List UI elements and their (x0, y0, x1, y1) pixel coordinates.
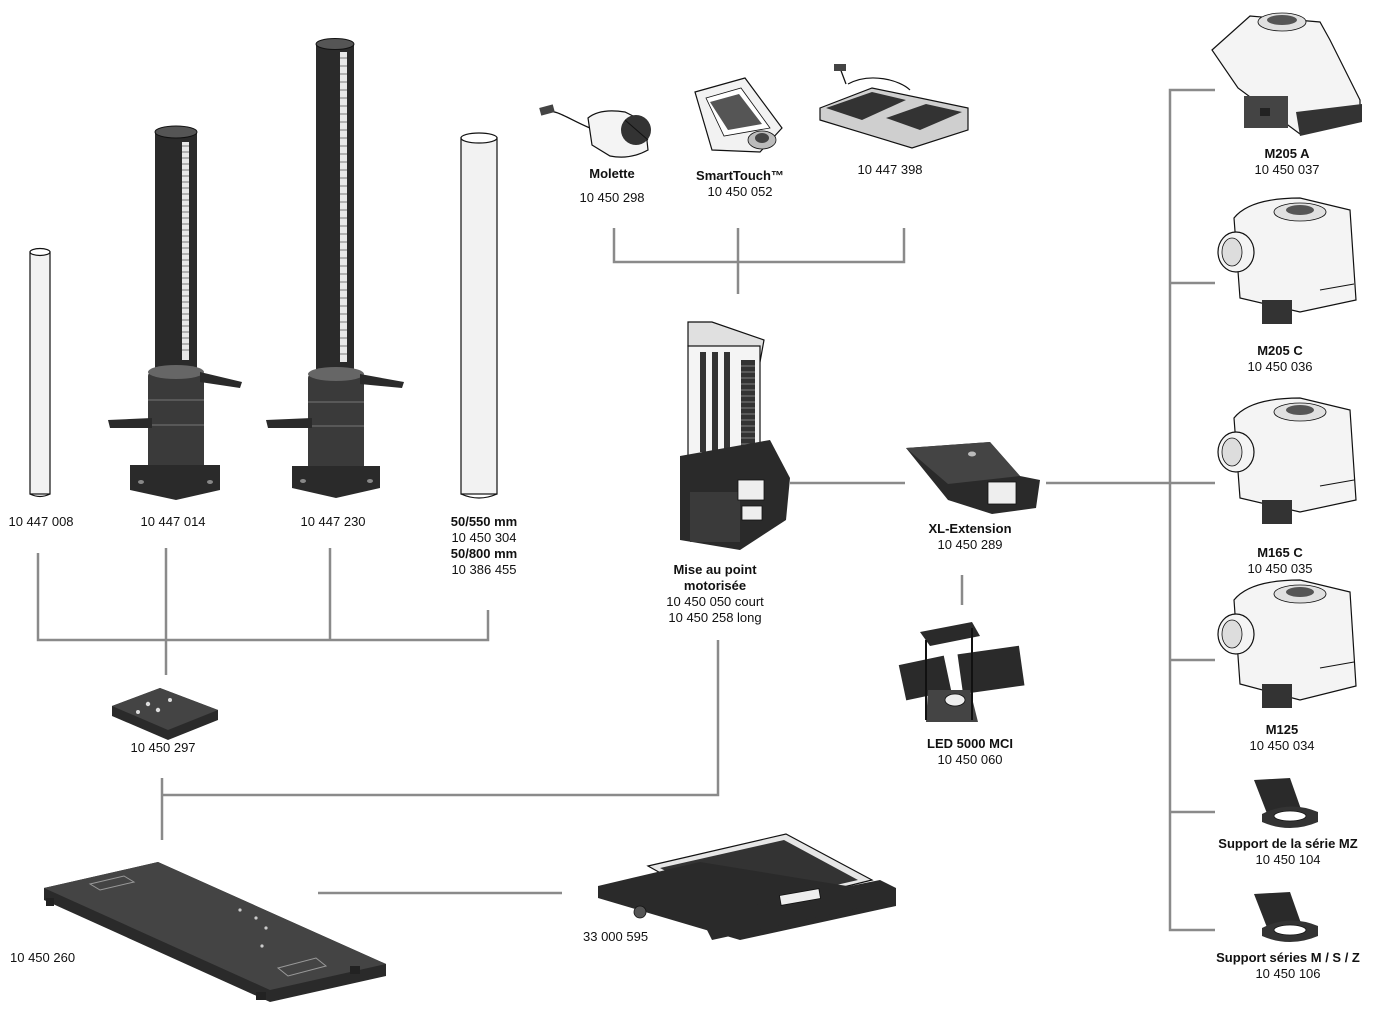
base-plate-label: 10 450 260 (10, 950, 76, 965)
stage-label: 33 000 595 (583, 929, 649, 944)
column-tall-illustration (266, 38, 404, 498)
base-plate-illustration (44, 862, 386, 1002)
connector-rods-bracket (36, 553, 490, 642)
footswitch-illustration (819, 64, 969, 149)
stage-illustration (598, 833, 896, 940)
adapter-plate-illustration (112, 688, 218, 740)
rod-large-illustration (460, 132, 498, 499)
m125-label: M125 10 450 034 (1249, 722, 1315, 753)
led-illustration (898, 622, 1025, 722)
rod-small-illustration (29, 247, 51, 498)
m125-illustration (1217, 579, 1357, 708)
rod-large-label: 50/550 mm 10 450 304 50/800 mm 10 386 45… (450, 514, 518, 577)
column-tall-label: 10 447 230 (300, 514, 366, 529)
support-mz-illustration (1254, 778, 1318, 828)
m205c-label: M205 C 10 450 036 (1247, 343, 1313, 374)
connector-controls-bracket (612, 228, 906, 264)
m205c-illustration (1217, 197, 1357, 324)
xl-extension-label: XL-Extension 10 450 289 (928, 521, 1012, 552)
connector-lines (36, 88, 1215, 932)
smarttouch-label: SmartTouch™ 10 450 052 (696, 168, 784, 199)
rod-small-label: 10 447 008 (8, 514, 74, 529)
column-mid-label: 10 447 014 (140, 514, 206, 529)
molette-label: Molette 10 450 298 (579, 166, 645, 205)
adapter-plate-label: 10 450 297 (130, 740, 196, 755)
xl-extension-illustration (906, 442, 1040, 514)
connector-heads-branches (1170, 281, 1215, 814)
support-msz-label: Support séries M / S / Z 10 450 106 (1216, 950, 1360, 981)
support-msz-illustration (1254, 892, 1318, 942)
m165c-label: M165 C 10 450 035 (1247, 545, 1313, 576)
motor-focus-illustration (680, 321, 790, 550)
molette-illustration (539, 104, 651, 158)
column-mid-illustration (108, 125, 242, 500)
m205a-illustration (1211, 12, 1362, 136)
smarttouch-illustration (694, 77, 783, 153)
motor-focus-label: Mise au point motorisée 10 450 050 court… (666, 562, 764, 625)
m205a-label: M205 A 10 450 037 (1254, 146, 1320, 177)
support-mz-label: Support de la série MZ 10 450 104 (1218, 836, 1358, 867)
connector-focus-base (162, 640, 720, 797)
footswitch-label: 10 447 398 (857, 162, 923, 177)
led-label: LED 5000 MCI 10 450 060 (927, 736, 1013, 767)
m165c-illustration (1217, 397, 1357, 524)
connector-heads-spine (1168, 88, 1215, 932)
